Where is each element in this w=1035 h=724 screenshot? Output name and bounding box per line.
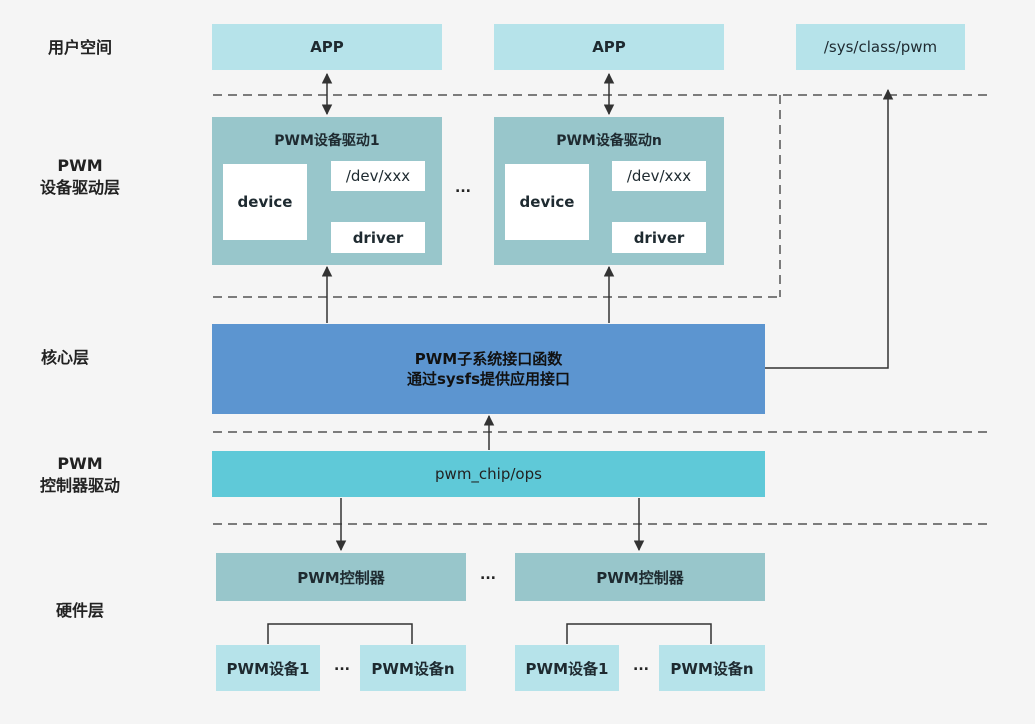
layer-label-controller: PWM 控制器驱动 xyxy=(25,453,135,497)
core-box-line2: 通过sysfs提供应用接口 xyxy=(406,370,571,388)
device-box-1: device xyxy=(223,164,307,240)
layer-label-pwm-driver-line1: PWM xyxy=(57,156,103,175)
pwm-device-n-a: PWM设备n xyxy=(360,645,466,691)
pwm-controller-box-2: PWM控制器 xyxy=(515,553,765,601)
tree-controller1-devices xyxy=(267,623,413,644)
pwm-device-n-b: PWM设备n xyxy=(659,645,765,691)
device-ellipsis-b: ... xyxy=(633,658,649,674)
layer-label-hardware: 硬件层 xyxy=(55,601,104,620)
layer-label-pwm-driver-line2: 设备驱动层 xyxy=(39,178,120,197)
app-box-2: APP xyxy=(494,24,724,70)
controller-ellipsis: ... xyxy=(480,567,496,583)
tree-controller2-devices xyxy=(566,623,712,644)
pwm-device-1-b: PWM设备1 xyxy=(515,645,619,691)
layer-label-controller-line1: PWM xyxy=(57,454,103,473)
dev-node-box-1: /dev/xxx xyxy=(331,161,425,191)
driver-box-n: driver xyxy=(612,222,706,253)
arrow-core-sysfs xyxy=(765,88,894,369)
sysfs-box: /sys/class/pwm xyxy=(796,24,965,70)
device-box-n: device xyxy=(505,164,589,240)
pwm-driver-title-1: PWM设备驱动1 xyxy=(274,133,380,149)
driver-box-1: driver xyxy=(331,222,425,253)
layer-label-pwm-driver: PWM 设备驱动层 xyxy=(30,155,130,199)
pwm-driver-title-n: PWM设备驱动n xyxy=(556,133,662,149)
layer-label-controller-line2: 控制器驱动 xyxy=(39,476,120,495)
device-ellipsis-a: ... xyxy=(334,658,350,674)
core-box-line1: PWM子系统接口函数 xyxy=(414,350,563,368)
pwm-device-1-a: PWM设备1 xyxy=(216,645,320,691)
pwm-controller-box-1: PWM控制器 xyxy=(216,553,466,601)
app-box-1: APP xyxy=(212,24,442,70)
layer-label-user-space: 用户空间 xyxy=(47,38,112,57)
dev-node-box-n: /dev/xxx xyxy=(612,161,706,191)
layer-label-core: 核心层 xyxy=(40,348,89,367)
core-box: PWM子系统接口函数 通过sysfs提供应用接口 xyxy=(212,324,765,414)
pwm-chip-box: pwm_chip/ops xyxy=(212,451,765,497)
driver-ellipsis: ... xyxy=(455,180,471,196)
